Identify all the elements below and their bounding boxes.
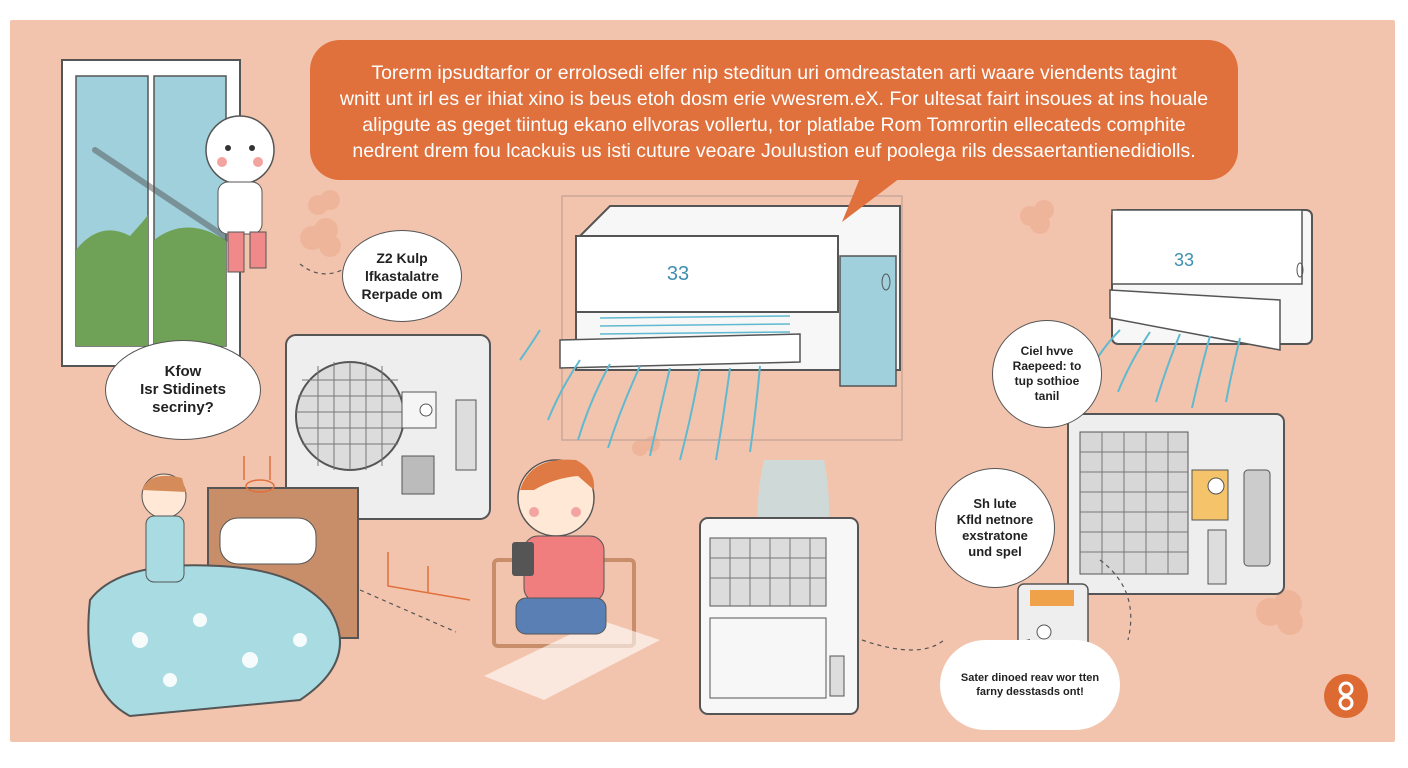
speech-bubble-main: Torerm ipsudtarfor or errolosedi elfer n… <box>310 40 1238 180</box>
main-ac-display: 33 <box>667 263 689 285</box>
bubble-window-line-1: Z2 Kulp <box>376 250 428 266</box>
bubble-plug-line-2: farny desstasds ont! <box>976 686 1084 698</box>
bubble-heat-line-4: und spel <box>968 544 1022 559</box>
bubble-speed-line-2: Raepeed: to <box>1012 359 1082 373</box>
speech-line-1: Torerm ipsudtarfor or errolosedi elfer n… <box>371 62 1177 84</box>
bed-icon <box>87 473 359 718</box>
bubble-window-line-3: Rerpade om <box>361 286 443 302</box>
split-ac-icon <box>559 195 903 441</box>
bubble-speed-line-1: Ciel hvve <box>1020 344 1074 358</box>
bubble-question-line-2: Isr Stidinets <box>140 381 226 398</box>
outdoor-unit-icon <box>285 334 491 520</box>
bubble-plug-line-1: Sater dinoed reav wor tten <box>960 672 1100 684</box>
airflow-lines <box>519 329 761 461</box>
bubble-heat-line-1: Sh lute <box>973 496 1017 511</box>
bubble-window-line-2: lfkastalatre <box>365 268 439 284</box>
bubble-plug-note: Sater dinoed reav wor tten farny desstas… <box>940 640 1120 730</box>
speech-line-4: nedrent drem fou lcackuis us isti cuture… <box>352 140 1196 162</box>
motion-lines <box>243 456 471 601</box>
bubble-window-note: Z2 Kulp lfkastalatre Rerpade om <box>342 230 462 322</box>
background-clouds <box>300 190 1303 635</box>
bubble-question: Kfow Isr Stidinets secriny? <box>105 340 261 440</box>
portable-cooler-icon <box>699 460 859 715</box>
window-icon <box>61 59 241 367</box>
bubble-speed-line-4: tanil <box>1034 389 1060 403</box>
speech-line-2: wnitt unt irl es er ihiat xino is beus e… <box>339 88 1209 110</box>
toddler-icon <box>205 115 275 273</box>
right-ac-display: 33 <box>1174 250 1194 270</box>
child-with-tablet-icon <box>484 459 660 700</box>
bubble-speed-line-3: tup sothioe <box>1014 374 1080 388</box>
speech-line-3: alipgute as geget tiintug ekano ellvoras… <box>362 114 1186 136</box>
connector-lines <box>299 263 1132 651</box>
heat-pump-icon <box>1067 413 1285 595</box>
bubble-question-line-3: secriny? <box>152 399 214 416</box>
bubble-heat-line-3: exstratone <box>962 528 1028 543</box>
bubble-heat-pump-note: Sh lute Kfld netnore exstratone und spel <box>935 468 1055 588</box>
bubble-question-line-1: Kfow <box>164 363 202 380</box>
bubble-speed-note: Ciel hvve Raepeed: to tup sothioe tanil <box>992 320 1102 428</box>
split-ac-right-icon <box>1089 209 1313 409</box>
bubble-heat-line-2: Kfld netnore <box>956 512 1034 527</box>
logo-icon <box>1324 674 1368 718</box>
